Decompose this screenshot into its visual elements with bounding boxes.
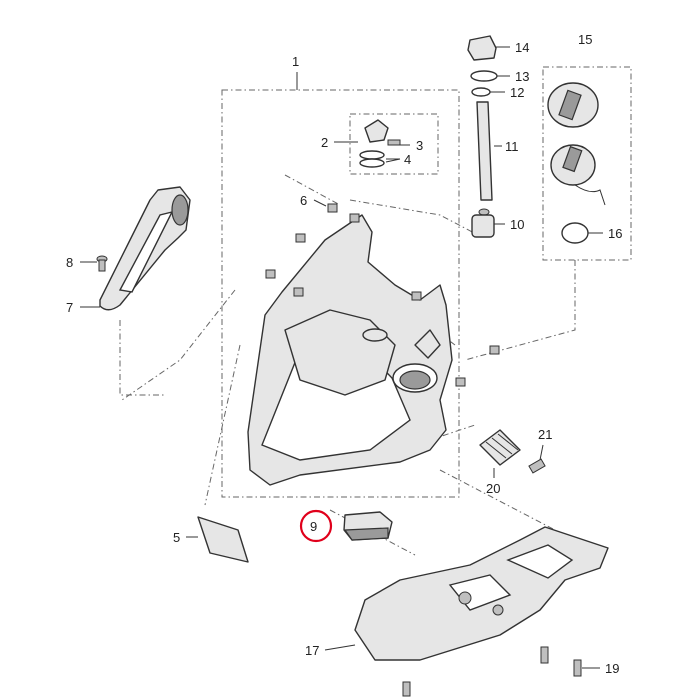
label-16: 16 [608, 226, 622, 241]
label-2: 2 [321, 135, 328, 150]
label-6: 6 [300, 193, 307, 208]
part-2-cap [364, 119, 389, 143]
label-20: 20 [486, 481, 500, 496]
part-12-ring [471, 87, 491, 97]
part-17-plate [354, 526, 609, 661]
label-21: 21 [538, 427, 552, 442]
label-13: 13 [515, 69, 529, 84]
assembly-15-box [542, 66, 632, 261]
label-1: 1 [292, 54, 299, 69]
part-number-labels: 1 2 3 4 5 6 7 8 9 10 11 12 13 14 15 16 1… [66, 32, 622, 676]
part-15-cap-bottom [550, 144, 606, 206]
leader-lines [80, 46, 603, 669]
label-3: 3 [416, 138, 423, 153]
part-4-orings [359, 150, 385, 168]
label-17: 17 [305, 643, 319, 658]
label-4: 4 [404, 152, 411, 167]
part-7-handle [99, 186, 191, 311]
label-11: 11 [505, 139, 519, 154]
part-20-spring [479, 429, 521, 466]
part-9-block [343, 511, 393, 541]
label-15: 15 [578, 32, 592, 47]
label-12: 12 [510, 85, 524, 100]
part-11-hose [476, 101, 493, 201]
assembly-2-box [349, 113, 439, 175]
part-10-filter [471, 208, 495, 238]
part-14-cap [467, 35, 497, 61]
label-9: 9 [310, 519, 317, 534]
label-10: 10 [510, 217, 524, 232]
part-21-screw [528, 458, 546, 474]
label-19: 19 [605, 661, 619, 676]
housing-nuts [265, 203, 500, 387]
part-3-screw [387, 139, 401, 146]
part-19-screws [402, 646, 582, 697]
assembly-1-box [221, 89, 460, 498]
part-13-ring [470, 70, 498, 82]
label-5: 5 [173, 530, 180, 545]
label-7: 7 [66, 300, 73, 315]
part-5-sheet [197, 516, 249, 563]
highlight-circle [299, 509, 333, 543]
part-15-cap-top [547, 82, 599, 128]
part-8-screw [96, 255, 108, 272]
part-1-housing [247, 214, 453, 486]
label-8: 8 [66, 255, 73, 270]
part-16-ring [561, 222, 589, 244]
label-14: 14 [515, 40, 529, 55]
